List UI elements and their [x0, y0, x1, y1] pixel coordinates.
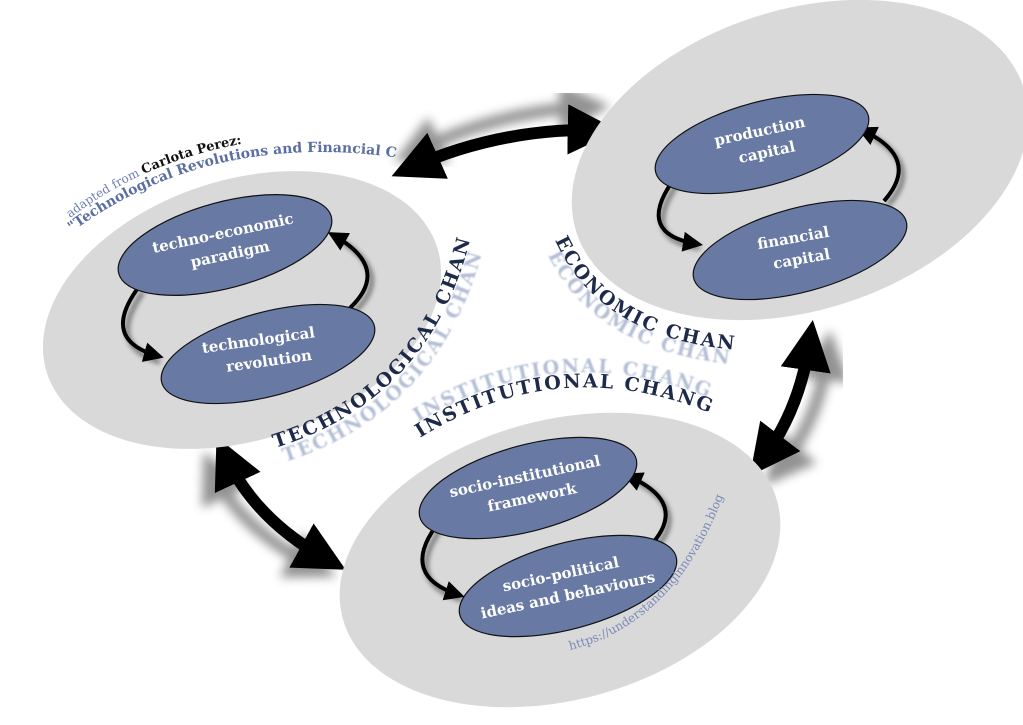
link-econ-inst — [749, 320, 850, 486]
cluster-economic: production capital financial capital — [571, 0, 1023, 321]
bidirectional-arrow-icon — [749, 320, 831, 477]
cycle-arrow-down-icon — [121, 286, 164, 362]
cycle-arrow-up-icon — [327, 232, 370, 310]
link-tech-econ — [391, 82, 619, 179]
cycle-arrow-up-icon — [856, 126, 901, 203]
cluster-technological: techno-economic paradigm technological r… — [42, 171, 442, 449]
link-inst-tech — [201, 436, 346, 578]
node-socio-political-ideas[interactable]: socio-political ideas and behaviours — [449, 515, 688, 656]
cluster-background — [42, 171, 442, 449]
node-techno-economic-paradigm[interactable]: techno-economic paradigm — [108, 175, 343, 315]
cluster-institutional: socio-institutional framework socio-poli… — [339, 412, 781, 708]
cycle-arrow-down-icon — [420, 524, 465, 601]
credit-colon: : — [235, 133, 242, 149]
bidirectional-arrow-icon — [214, 436, 346, 570]
cycle-arrow-down-icon — [656, 180, 703, 252]
node-financial-capital[interactable]: financial capital — [683, 181, 917, 319]
cycle-arrow-up-icon — [622, 472, 668, 548]
bidirectional-arrow-icon — [391, 104, 619, 179]
node-technological-revolution[interactable]: technological revolution — [151, 285, 385, 423]
node-production-capital[interactable]: production capital — [645, 75, 879, 213]
